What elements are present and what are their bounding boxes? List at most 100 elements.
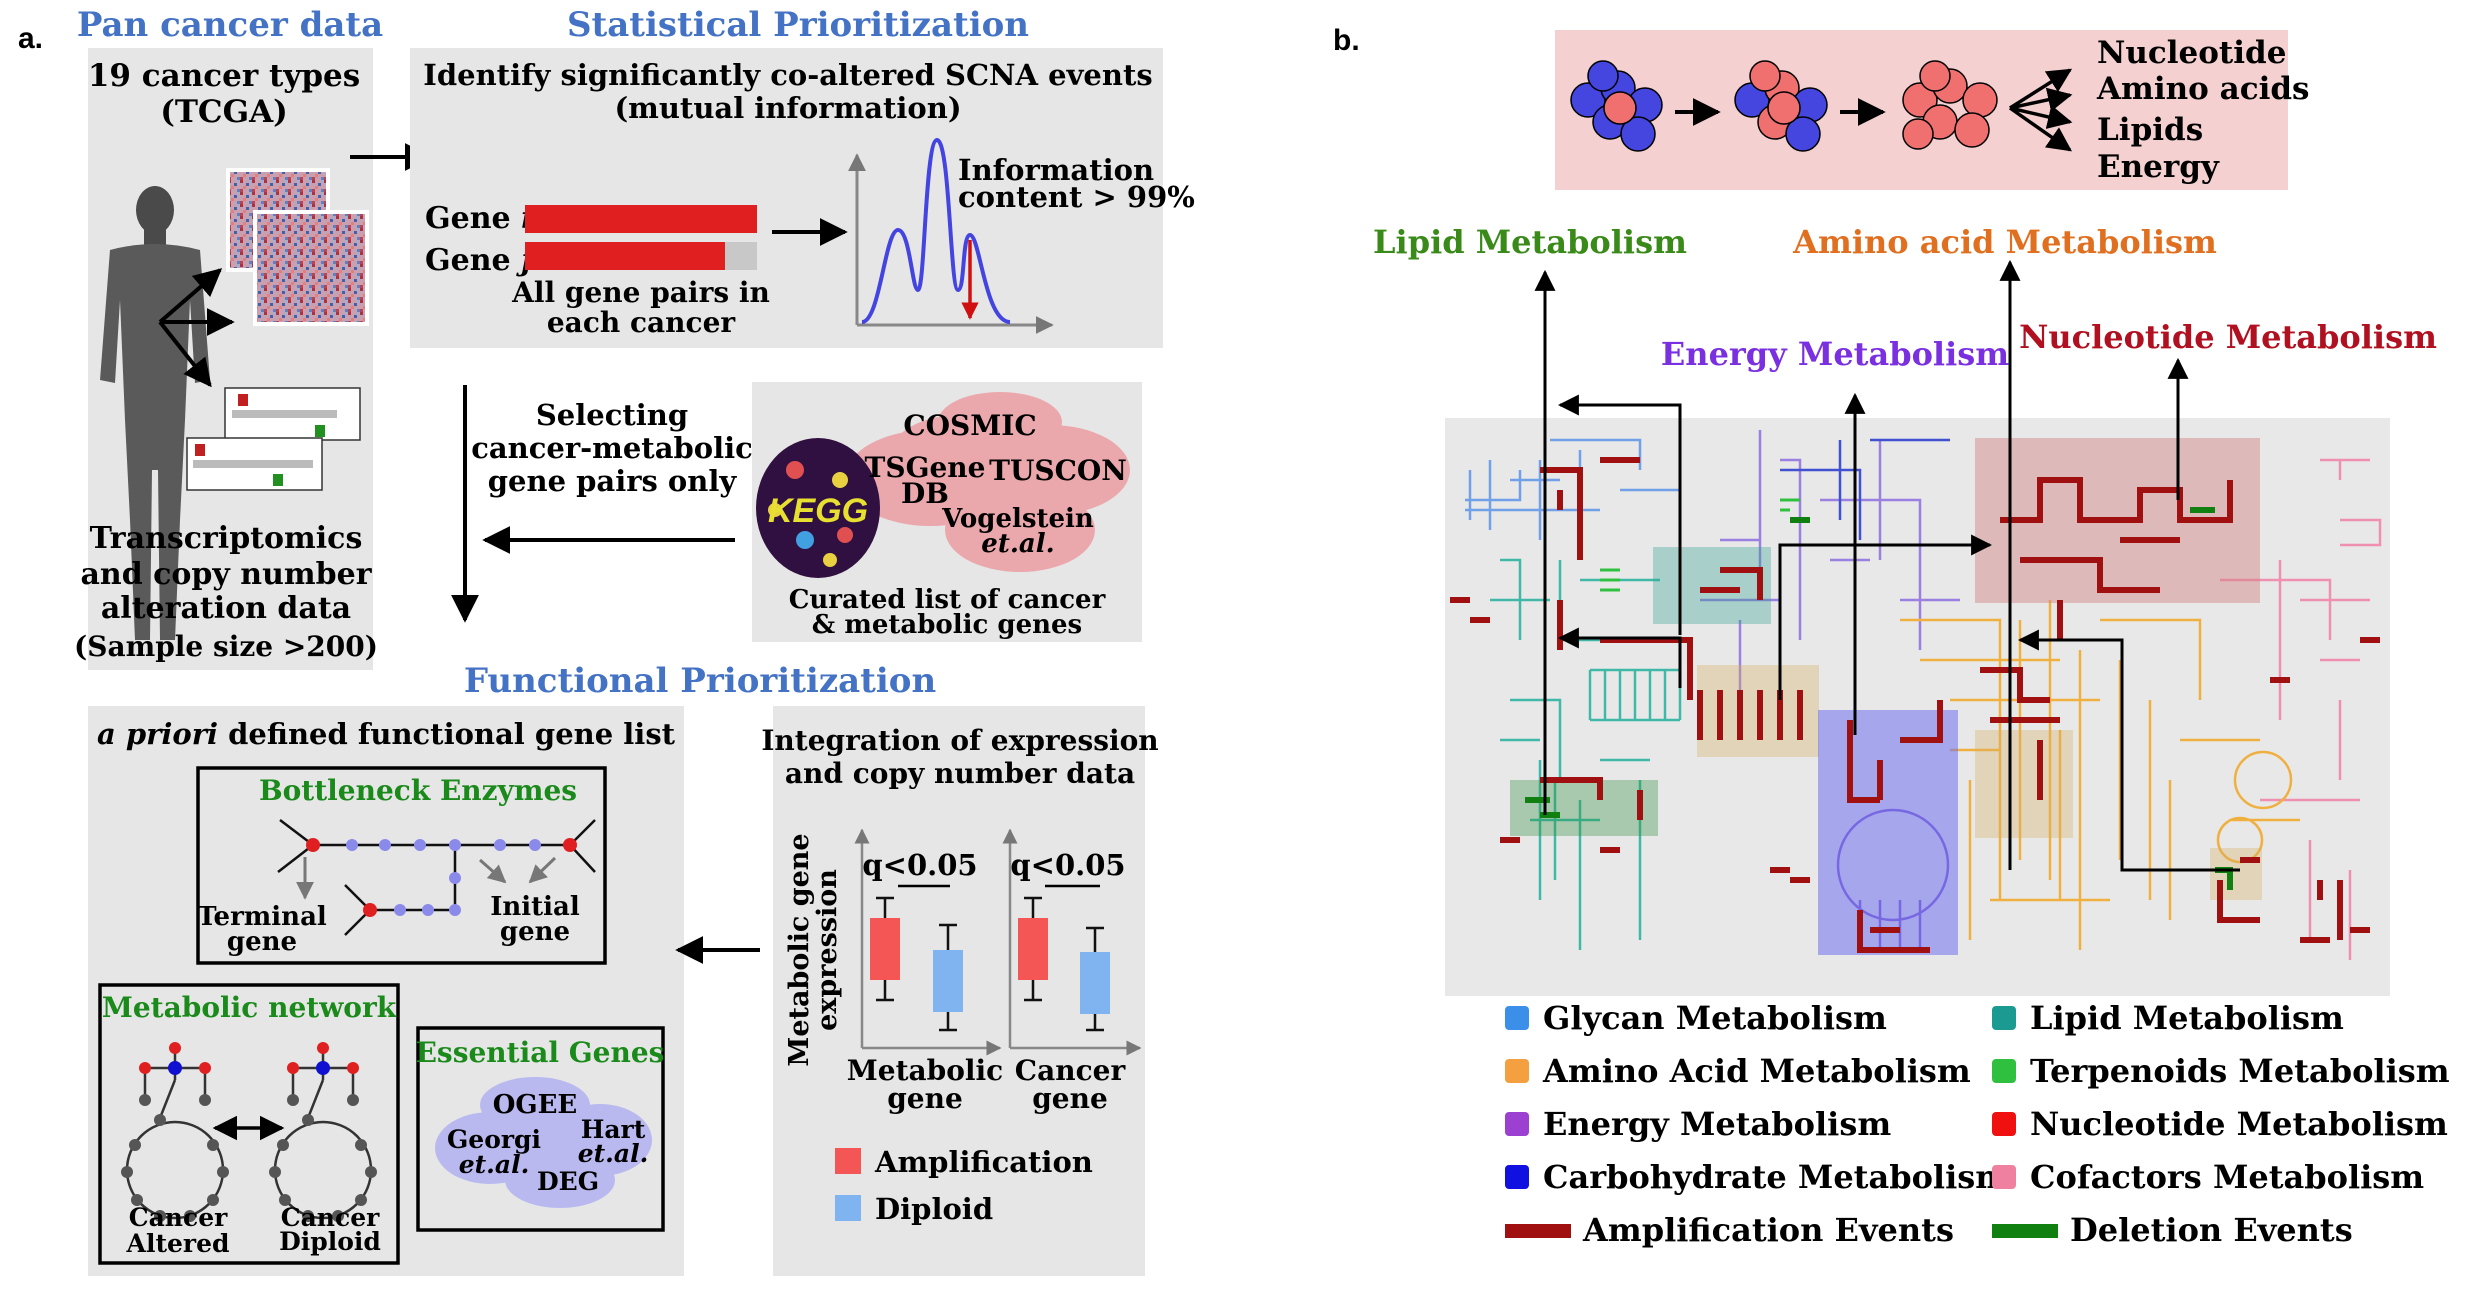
initial-gene-1: Initial — [490, 892, 580, 922]
boxplot2-xlabel-2: gene — [1032, 1082, 1108, 1115]
legend-label-8: Cofactors Metabolism — [2030, 1158, 2424, 1196]
cancer-diploid-1: Cancer — [281, 1203, 380, 1232]
pan-cancer-line1: 19 cancer types — [88, 58, 360, 94]
information-line2: content > 99% — [958, 180, 1195, 214]
integration-line2: and copy number data — [785, 757, 1135, 790]
pan-cancer-desc1: Transcriptomics — [90, 521, 363, 556]
tuscon-label: TUSCON — [989, 454, 1127, 487]
metabolic-network-title: Metabolic network — [102, 991, 397, 1024]
georgi-label: Georgi — [447, 1125, 541, 1154]
lipid-metabolism-title: Lipid Metabolism — [1373, 223, 1687, 261]
vogelstein-label: Vogelstein — [941, 504, 1094, 534]
gene-i-label: Gene i — [425, 201, 532, 236]
terminal-gene-1: Terminal — [197, 902, 327, 932]
boxplot1-q: q<0.05 — [862, 848, 977, 882]
diploid-network-nodes — [269, 1042, 377, 1222]
human-arrow-down — [158, 320, 212, 388]
boxplot2-diploid — [1080, 926, 1110, 1032]
amplification-events — [1450, 457, 2380, 953]
legend-label-3: Carbohydrate Metabolism — [1543, 1158, 2009, 1196]
deg-label: DEG — [537, 1167, 599, 1196]
tsgene-label-2: DB — [901, 477, 949, 510]
map-connector-arrows — [1534, 259, 2240, 872]
information-distribution-curve — [861, 137, 1011, 324]
output-arrows — [2008, 68, 2073, 152]
pan-cancer-line2: (TCGA) — [160, 94, 288, 130]
essential-genes-cloud — [435, 1077, 652, 1208]
legend-swatch-9 — [1992, 1224, 2058, 1238]
human-silhouette-icon — [100, 186, 210, 640]
legend-label-4: Amplification Events — [1582, 1211, 1954, 1249]
cancer-altered-2: Altered — [126, 1229, 230, 1258]
legend-swatch-0 — [1505, 1006, 1529, 1030]
cell-cluster-blue-icon — [1570, 60, 1663, 152]
cna-track-icon — [186, 387, 361, 491]
legend-label-0: Glycan Metabolism — [1543, 999, 1887, 1037]
diploid-swatch — [835, 1195, 861, 1221]
legend-swatch-7 — [1992, 1112, 2016, 1136]
boxplot-ylabel-1: Metabolic gene — [784, 833, 815, 1066]
boxplot2-q: q<0.05 — [1010, 848, 1125, 882]
legend-swatch-5 — [1992, 1006, 2016, 1030]
legend-swatch-2 — [1505, 1112, 1529, 1136]
statistical-panel — [410, 48, 1163, 348]
boxplot1-xlabel-2: gene — [887, 1082, 963, 1115]
statistical-title: Statistical Prioritization — [567, 5, 1029, 45]
terminal-gene-2: gene — [227, 927, 297, 957]
diploid-legend-label: Diploid — [875, 1192, 993, 1226]
selecting-line2: cancer-metabolic — [471, 431, 753, 465]
output-energy: Energy — [2097, 149, 2220, 185]
output-amino-acids: Amino acids — [2096, 71, 2310, 107]
legend-swatch-8 — [1992, 1165, 2016, 1189]
output-nucleotide: Nucleotide — [2097, 35, 2286, 71]
legend-swatch-1 — [1505, 1059, 1529, 1083]
svg-text:KEGG: KEGG — [768, 492, 868, 530]
boxplot2-amplification — [1018, 896, 1048, 1002]
gene-j-label: Gene j — [425, 243, 532, 278]
cell-cluster-red-icon — [1902, 60, 1998, 150]
essential-genes-box — [416, 1026, 665, 1232]
metabolic-network-box — [98, 983, 400, 1265]
legend-label-2: Energy Metabolism — [1543, 1105, 1891, 1143]
cosmic-label: COSMIC — [903, 409, 1036, 442]
energy-region-box — [1818, 710, 1958, 955]
integration-line1: Integration of expression — [761, 724, 1158, 757]
gene-j-bar — [525, 242, 725, 270]
essential-genes-title: Essential Genes — [416, 1036, 665, 1069]
hart-label: Hart — [581, 1115, 646, 1144]
hart-etal: et.al. — [578, 1139, 649, 1168]
gene-pairs-line1: All gene pairs in — [511, 276, 770, 309]
functional-title: Functional Prioritization — [464, 661, 936, 701]
pan-cancer-title: Pan cancer data — [77, 5, 383, 45]
bottleneck-title: Bottleneck Enzymes — [259, 774, 577, 807]
bottleneck-box — [196, 766, 607, 965]
georgi-etal: et.al. — [459, 1150, 530, 1179]
legend-swatch-6 — [1992, 1059, 2016, 1083]
curated-cloud — [845, 392, 1130, 572]
boxplot1-xlabel-1: Metabolic — [847, 1054, 1003, 1087]
legend-swatch-3 — [1505, 1165, 1529, 1189]
initial-gene-2: gene — [500, 917, 570, 947]
lipid-region-box-2 — [1510, 780, 1658, 836]
expression-heatmap-front — [253, 210, 369, 326]
apriori-label: a priori defined functional gene list — [97, 717, 676, 751]
energy-metabolism-title: Energy Metabolism — [1661, 335, 2009, 373]
panel-a-label: a. — [18, 22, 43, 55]
tsgene-label-1: TSGene — [865, 451, 986, 484]
amplification-legend-label: Amplification — [874, 1145, 1093, 1179]
pan-cancer-desc2: and copy number — [80, 557, 372, 592]
amino-acid-metabolism-title: Amino acid Metabolism — [1792, 223, 2217, 261]
selecting-line1: Selecting — [536, 398, 688, 432]
legend-label-5: Lipid Metabolism — [2030, 999, 2344, 1037]
boxplot1-diploid — [933, 923, 963, 1032]
boxplot-ylabel-2: expression — [812, 869, 843, 1031]
legend-label-7: Nucleotide Metabolism — [2030, 1105, 2448, 1143]
lipid-region-box — [1653, 547, 1771, 624]
statistical-line1: Identify significantly co-altered SCNA e… — [423, 58, 1152, 92]
nucleotide-metabolism-title: Nucleotide Metabolism — [2019, 318, 2437, 356]
statistical-line2: (mutual information) — [614, 91, 961, 125]
cell-cluster-mixed-icon — [1734, 60, 1828, 152]
legend-label-6: Terpenoids Metabolism — [2030, 1052, 2450, 1090]
